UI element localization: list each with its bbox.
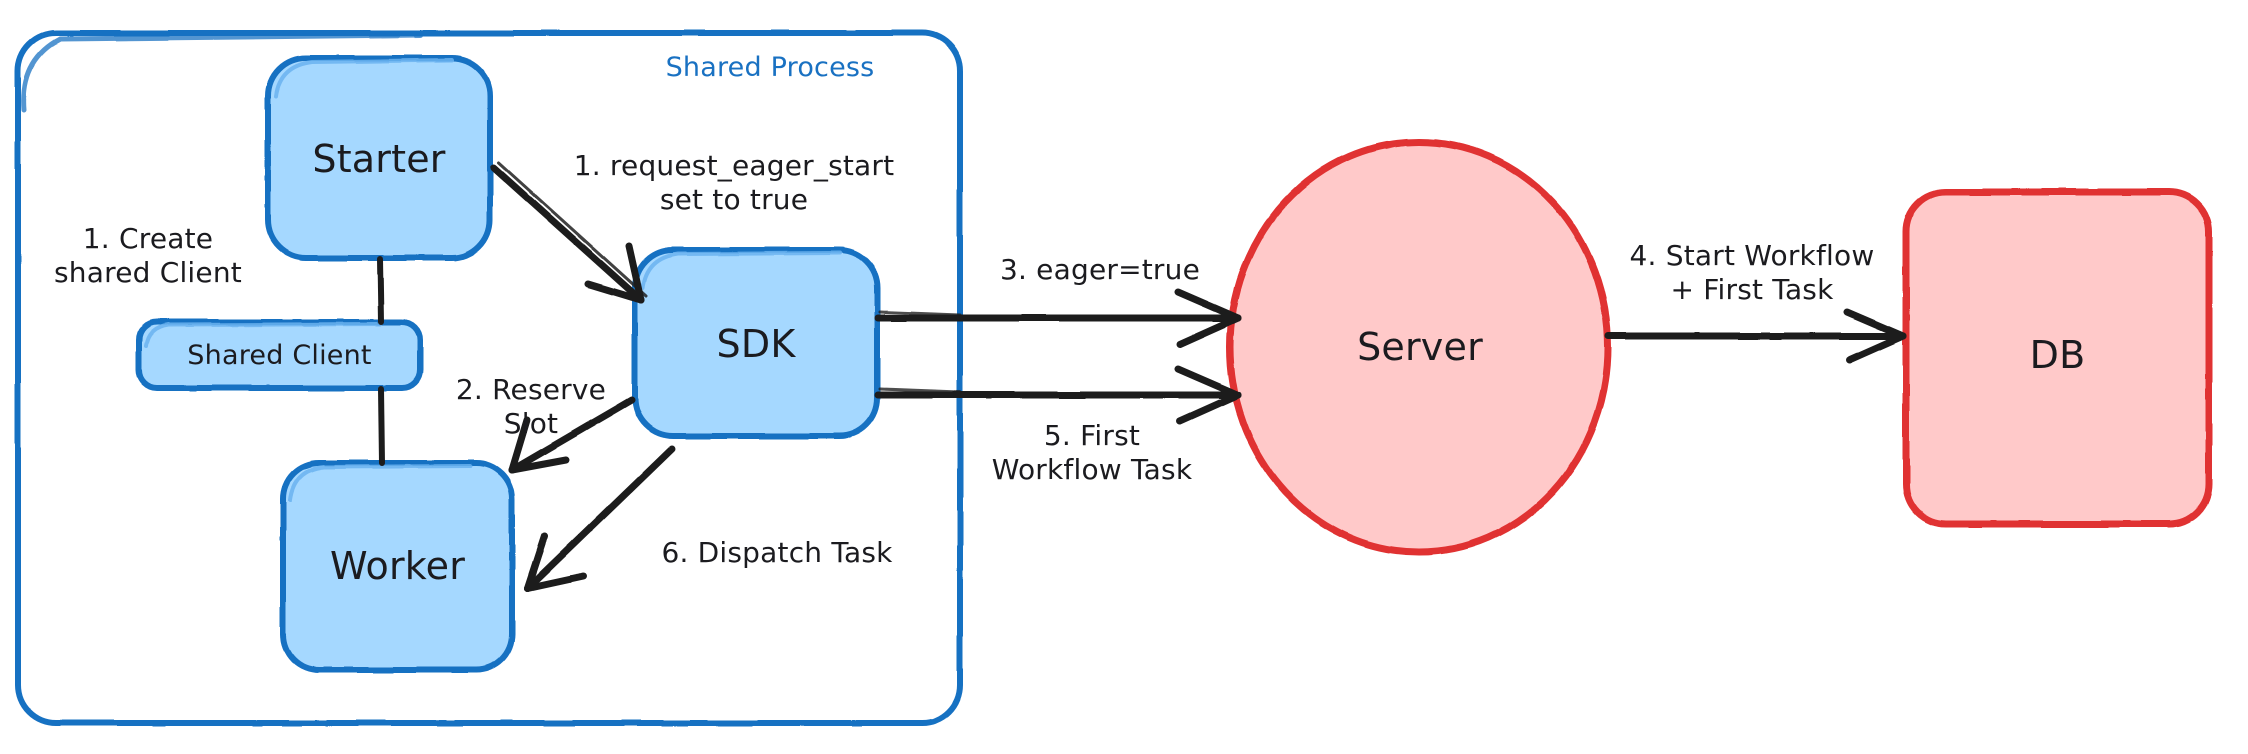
node-sdk-shape (632, 247, 880, 439)
edge-shared-client-worker (378, 386, 385, 466)
edges (377, 161, 1907, 592)
node-worker[interactable] (283, 463, 512, 670)
edge-reserve-slot (508, 396, 636, 474)
node-worker-shape (280, 460, 515, 673)
edge-create-shared-client (377, 256, 384, 325)
node-server[interactable] (1230, 142, 1608, 552)
node-sdk[interactable] (635, 250, 877, 436)
edge-start-workflow (1604, 308, 1907, 364)
node-server-shape (1226, 138, 1612, 556)
edge-eager-true (874, 288, 1242, 348)
edge-first-workflow-task (874, 365, 1242, 425)
node-db-shape (1902, 188, 2213, 528)
node-shared-client-shape (136, 319, 423, 391)
node-starter[interactable] (268, 58, 490, 258)
edge-dispatch-task (524, 445, 676, 592)
edge-request-eager-start (490, 161, 648, 304)
node-db[interactable] (1906, 192, 2209, 524)
node-shared-client[interactable] (139, 322, 420, 388)
shared-process-container (15, 30, 963, 726)
